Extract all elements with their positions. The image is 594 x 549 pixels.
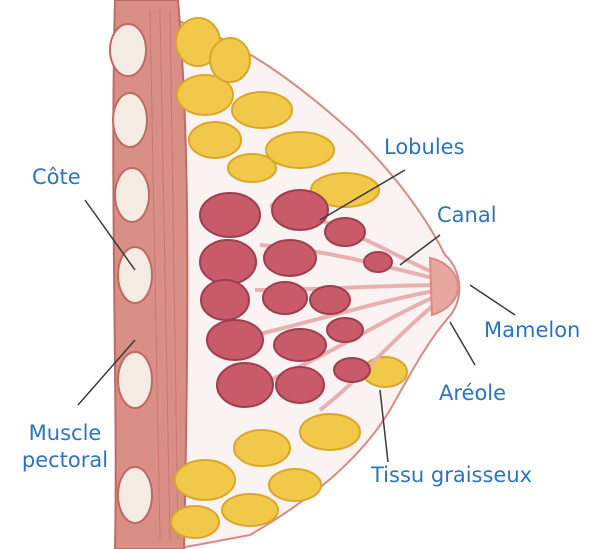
label-muscle-pectoral: Muscle pectoral [15,420,115,474]
rib [110,24,146,76]
rib [118,467,152,523]
label-canal: Canal [437,202,497,229]
label-areole: Aréole [439,380,506,407]
label-cote: Côte [32,164,81,191]
label-lobules: Lobules [384,134,465,161]
label-muscle-line1: Muscle [15,420,115,447]
leader-areole [450,322,475,365]
label-muscle-line2: pectoral [15,447,115,474]
rib [113,93,147,147]
leader-mamelon [470,285,515,315]
rib [118,247,152,303]
rib [115,168,149,222]
label-mamelon: Mamelon [484,317,580,344]
rib [118,352,152,408]
label-tissu-graisseux: Tissu graisseux [371,462,532,489]
